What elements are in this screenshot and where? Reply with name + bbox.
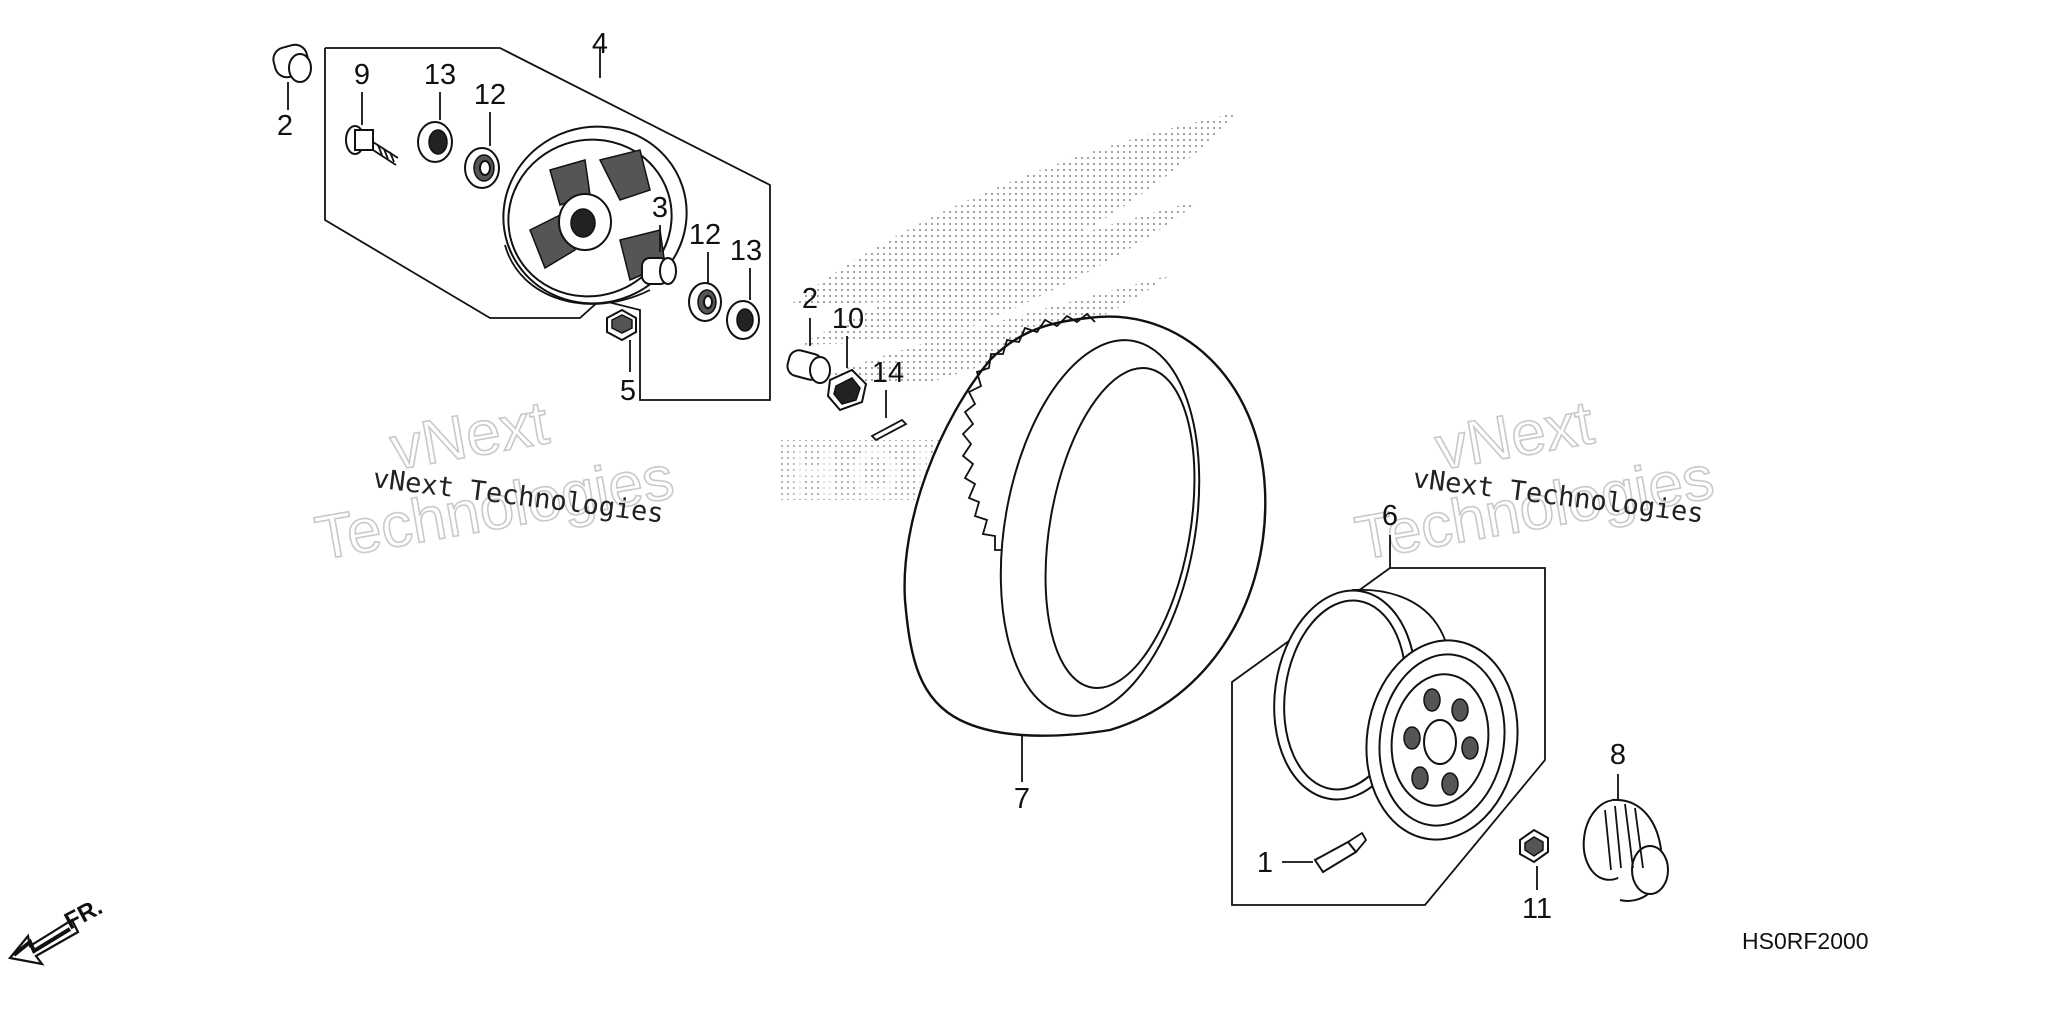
callout-11: 11 [1522, 893, 1552, 925]
callout-4: 4 [592, 28, 608, 60]
callout-12b: 12 [689, 219, 721, 251]
callout-14: 14 [872, 357, 904, 389]
bearing-part-12a [464, 112, 500, 189]
castle-nut-part-10 [826, 336, 868, 412]
callout-9: 9 [354, 59, 370, 91]
hub-drum-part-4 [502, 125, 688, 305]
wheel-assembly-bracket [1231, 567, 1546, 906]
hub-assembly-bracket [324, 47, 771, 401]
callout-8: 8 [1610, 739, 1626, 771]
nut-part-5 [606, 308, 637, 372]
spacer-part-3 [641, 225, 677, 285]
callout-13b: 13 [730, 235, 762, 267]
watermark-right: vNext Technologies vNext Technologies [1350, 388, 1720, 575]
watermark-left: vNext Technologies vNext Technologies [310, 388, 680, 575]
bearing-part-12b [688, 252, 722, 322]
tire-part-7 [903, 312, 1267, 782]
callout-10: 10 [832, 303, 864, 335]
front-direction-arrow: FR. [7, 893, 107, 966]
hub-cap-part-8 [1582, 774, 1669, 902]
callout-13a: 13 [424, 59, 456, 91]
callout-2a: 2 [277, 110, 293, 142]
valve-stem-part-1 [1282, 831, 1368, 874]
callout-5: 5 [620, 375, 636, 407]
collar-part-2a [272, 43, 312, 110]
oil-seal-part-13b [726, 268, 760, 340]
wheel-nut-part-11 [1519, 828, 1549, 890]
callout-7: 7 [1014, 783, 1030, 815]
callout-12a: 12 [474, 79, 506, 111]
collar-part-2b [786, 318, 831, 384]
callout-1: 1 [1257, 847, 1273, 879]
callout-6: 6 [1382, 500, 1398, 532]
diagram-code: HS0RF2000 [1742, 928, 1869, 954]
cotter-pin-part-14 [870, 390, 908, 442]
stud-bolt-part-9 [345, 92, 399, 166]
oil-seal-part-13a [417, 92, 453, 163]
callout-2b: 2 [802, 283, 818, 315]
wheel-rim-part-6 [1273, 588, 1519, 841]
callout-3: 3 [652, 192, 668, 224]
